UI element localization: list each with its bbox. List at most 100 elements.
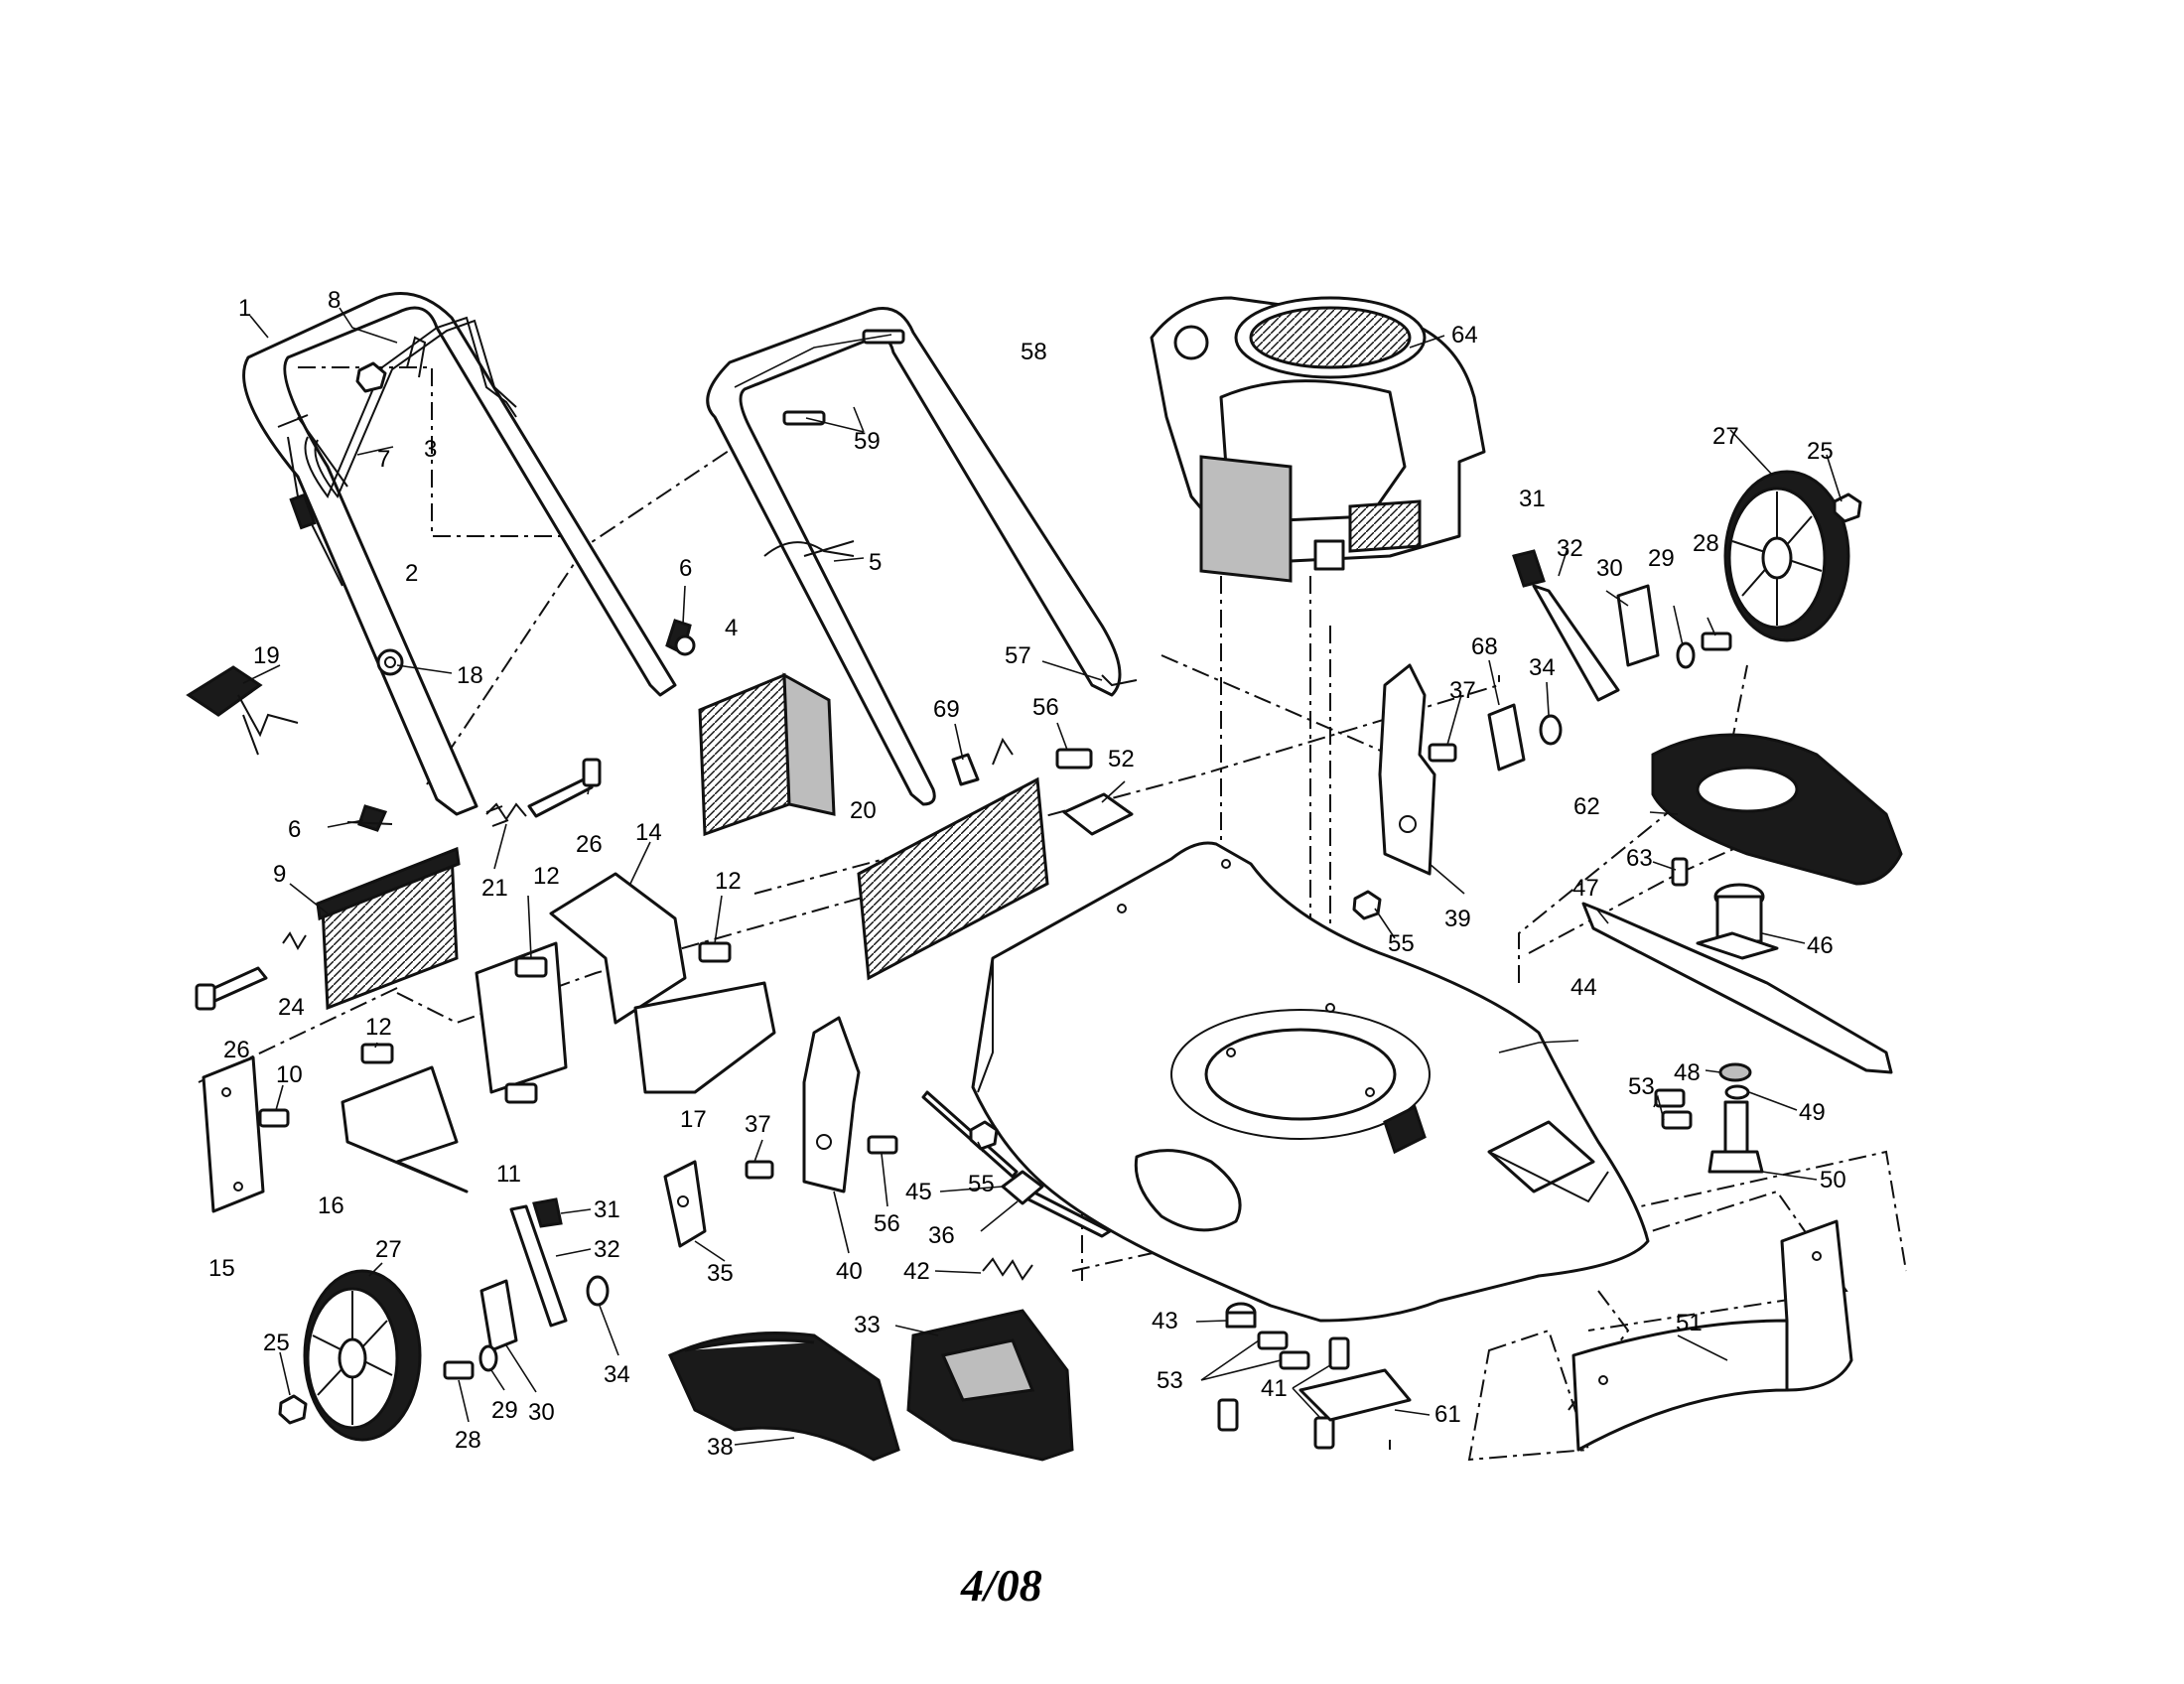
bolt-28b [443, 1360, 475, 1380]
callout-8: 8 [328, 287, 341, 314]
callout-19: 19 [253, 642, 280, 669]
callout-25: 25 [1807, 438, 1834, 465]
spring-42 [982, 1257, 1033, 1281]
callout-48: 48 [1674, 1059, 1701, 1086]
callout-63: 63 [1626, 845, 1653, 872]
callout-12: 12 [715, 868, 742, 895]
callout-11: 11 [496, 1161, 521, 1188]
bolt-63 [1671, 857, 1689, 887]
bracket-61 [1298, 1368, 1412, 1422]
callout-1: 1 [238, 295, 251, 322]
callout-57: 57 [1005, 642, 1031, 669]
bolt-37b [745, 1160, 774, 1180]
bolts-53a [1654, 1088, 1693, 1130]
plate-35 [663, 1160, 707, 1248]
callout-34: 34 [604, 1361, 630, 1388]
callout-39: 39 [1444, 906, 1471, 932]
bolt-7 [355, 361, 387, 393]
callout-17: 17 [680, 1106, 707, 1133]
callout-12: 12 [533, 863, 560, 890]
axle-bracket-30a [1616, 584, 1660, 667]
callout-44: 44 [1570, 974, 1597, 1001]
cable-tie-69 [951, 737, 1014, 786]
callout-37: 37 [745, 1111, 771, 1138]
callout-27: 27 [1712, 423, 1739, 450]
callout-56: 56 [874, 1210, 900, 1237]
front-skirt-33 [906, 1309, 1074, 1462]
blade-47 [1581, 902, 1893, 1074]
callout-55: 55 [1388, 930, 1415, 957]
lever-31a [1512, 549, 1546, 588]
callout-40: 40 [836, 1258, 863, 1285]
handle-clip-19 [186, 665, 299, 756]
lever-32a [1532, 584, 1620, 702]
callout-53: 53 [1628, 1073, 1655, 1100]
hairpin-57 [1101, 674, 1138, 687]
callout-64: 64 [1451, 322, 1478, 349]
callout-29: 29 [491, 1397, 518, 1424]
callout-33: 33 [854, 1312, 881, 1338]
callout-10: 10 [276, 1061, 303, 1088]
callout-50: 50 [1820, 1167, 1846, 1193]
callout-21: 21 [481, 875, 508, 902]
callout-15: 15 [208, 1255, 235, 1282]
callout-18: 18 [457, 662, 483, 689]
callout-25: 25 [263, 1330, 290, 1356]
baffle-62 [1651, 733, 1903, 886]
callout-32: 32 [1557, 535, 1583, 562]
callout-53: 53 [1157, 1367, 1183, 1394]
wheel-27b [303, 1269, 422, 1442]
lower-handle [242, 292, 677, 816]
spring-24 [282, 931, 307, 951]
handle-knob-6b [346, 804, 393, 832]
callout-41: 41 [1261, 1375, 1288, 1402]
washer-48 [1718, 1062, 1752, 1082]
spacer-34b [586, 1275, 610, 1307]
rear-flap-9 [316, 846, 461, 1011]
washer-29a [1676, 641, 1696, 669]
blade-bolt-50 [1707, 1100, 1764, 1174]
callout-51: 51 [1676, 1310, 1703, 1336]
rear-door-20 [857, 776, 1049, 981]
spacer-43 [1225, 1302, 1257, 1329]
callout-45: 45 [905, 1179, 932, 1205]
callout-46: 46 [1807, 932, 1834, 959]
spacer-34a [1539, 714, 1563, 746]
callout-7: 7 [377, 446, 390, 473]
bolts-53b [1257, 1331, 1310, 1370]
revision-date: 4/08 [960, 1560, 1042, 1611]
nut-55b [969, 1120, 999, 1151]
callout-37: 37 [1449, 677, 1476, 704]
nut-25a [1833, 492, 1862, 523]
bolts-41 [1217, 1336, 1350, 1450]
height-plate-68 [1487, 703, 1526, 772]
callout-42: 42 [903, 1258, 930, 1285]
callout-labels: 1 8 7 3 2 18 19 6 6 26 21 9 24 26 14 12 … [208, 287, 1846, 1461]
engine-64 [1150, 296, 1486, 583]
axle-bracket-30b [479, 1279, 518, 1352]
callout-5: 5 [869, 549, 882, 576]
callout-27: 27 [375, 1236, 402, 1263]
callout-35: 35 [707, 1260, 734, 1287]
callout-43: 43 [1152, 1308, 1178, 1334]
handle-knob-18 [376, 648, 404, 676]
callout-56: 56 [1032, 694, 1059, 721]
callout-4: 4 [725, 615, 738, 641]
lever-31b [532, 1197, 563, 1228]
callout-26: 26 [576, 831, 603, 858]
hinge-rod-26b [195, 966, 268, 1011]
callout-20: 20 [850, 797, 877, 824]
callout-47: 47 [1572, 875, 1599, 902]
bolt-28a [1701, 632, 1732, 651]
chute-17 [633, 981, 776, 1094]
spring-21 [485, 802, 527, 821]
callout-6: 6 [288, 816, 301, 843]
callout-14: 14 [635, 819, 662, 846]
callout-26: 26 [223, 1037, 250, 1063]
rod-36 [1001, 1170, 1112, 1238]
washer-29b [478, 1344, 498, 1372]
rear-skirt-51 [1571, 1219, 1853, 1452]
callout-61: 61 [1434, 1401, 1461, 1428]
adapter-46 [1696, 883, 1779, 960]
